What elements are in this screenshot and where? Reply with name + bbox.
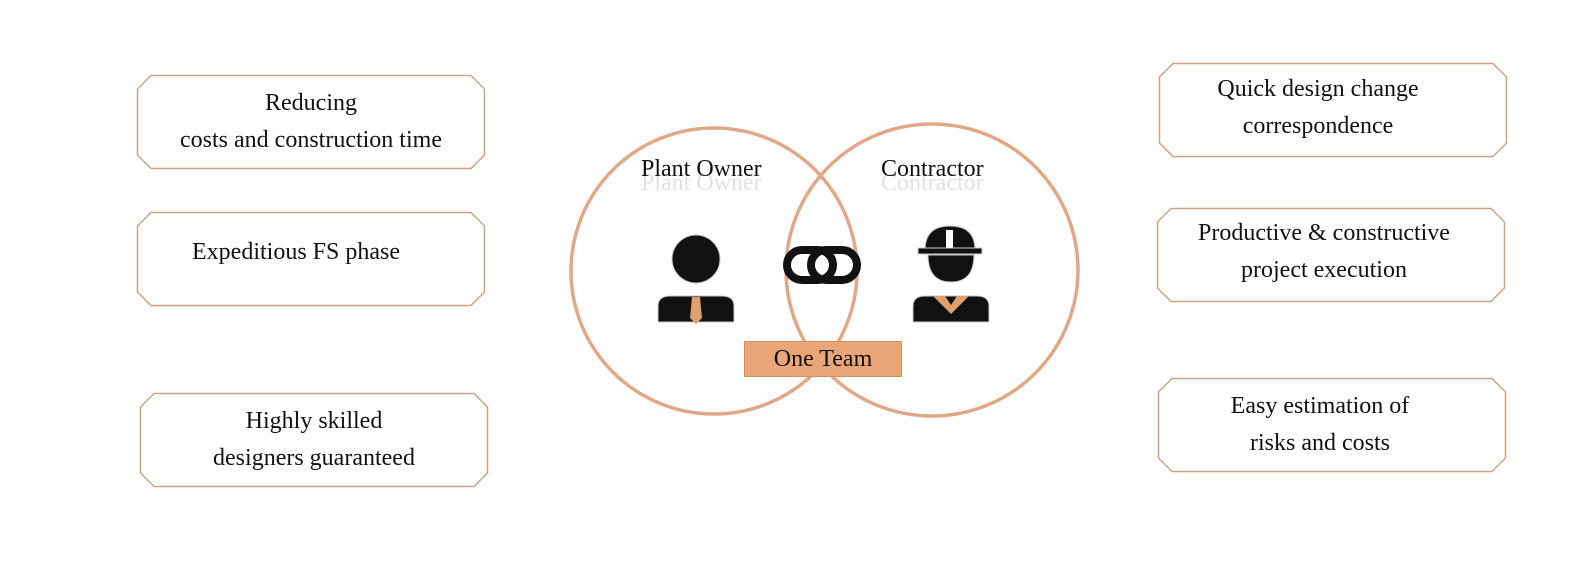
box-frame — [136, 211, 486, 307]
box-frame — [1158, 62, 1508, 158]
hardhat-worker-icon — [912, 225, 990, 323]
box-frame — [136, 74, 486, 170]
benefit-box-expeditious-fs: Expeditious FS phase — [136, 211, 486, 307]
box-frame — [1157, 377, 1507, 473]
one-team-label: One Team — [773, 345, 873, 372]
benefit-box-skilled-designers: Highly skilled designers guaranteed — [139, 392, 489, 488]
person-icon — [657, 234, 735, 324]
benefit-box-productive-execution: Productive & constructive project execut… — [1156, 207, 1506, 303]
benefit-text: Reducing costs and construction time — [180, 90, 442, 153]
contractor-label: Contractor — [881, 156, 984, 182]
box-frame — [139, 392, 489, 488]
benefit-text: Highly skilled designers guaranteed — [213, 408, 415, 471]
one-team-badge: One Team — [744, 341, 902, 377]
benefit-text: Quick design change correspondence — [1217, 76, 1419, 139]
benefit-text: Expeditious FS phase — [192, 238, 400, 265]
benefit-text: Productive & constructive project execut… — [1198, 220, 1450, 283]
benefit-text: Easy estimation of risks and costs — [1230, 393, 1410, 456]
benefit-box-easy-estimation: Easy estimation of risks and costs — [1157, 377, 1507, 473]
chain-link-icon — [783, 246, 861, 284]
box-frame — [1156, 207, 1506, 303]
benefit-box-reducing-costs: Reducing costs and construction time — [136, 74, 486, 170]
plant-owner-label: Plant Owner — [641, 156, 762, 182]
benefit-box-quick-design-change: Quick design change correspondence — [1158, 62, 1508, 158]
